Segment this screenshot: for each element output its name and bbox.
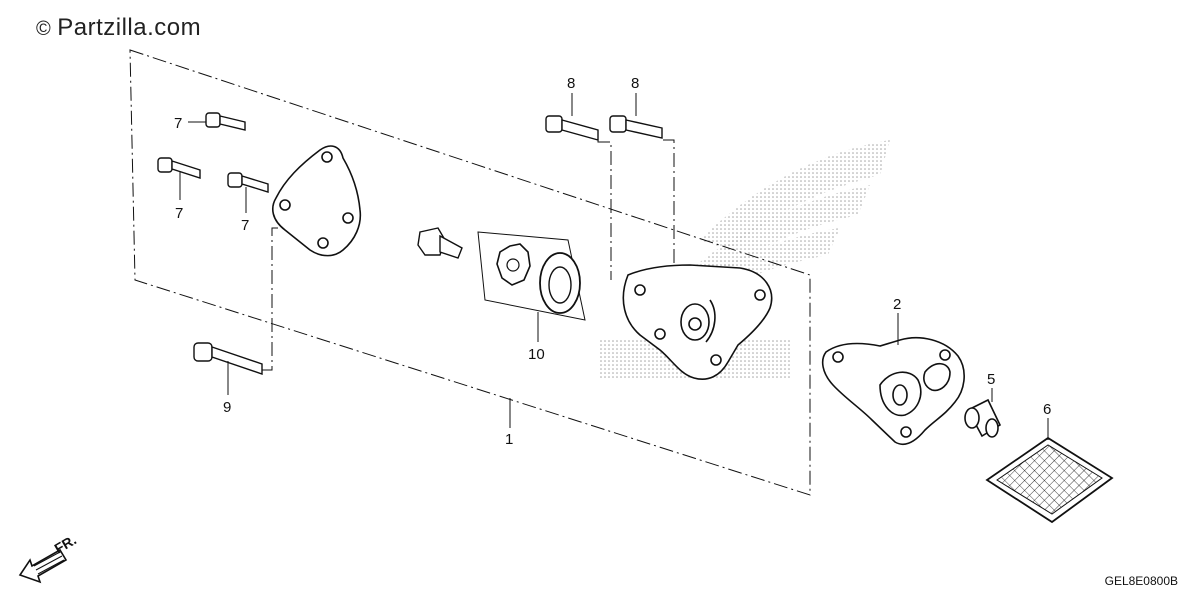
callout-7a: 7 [174, 115, 182, 132]
bolt-8-left [545, 115, 599, 141]
strainer-6 [985, 436, 1114, 524]
callout-2: 2 [893, 296, 901, 313]
callout-labels: 7 7 7 8 8 9 10 1 2 5 6 [174, 75, 1051, 448]
pump-cover [271, 145, 362, 257]
bolt-9 [193, 342, 263, 375]
halftone-wing-emblem [600, 140, 890, 380]
callout-10: 10 [528, 346, 545, 363]
watermark-text: Partzilla.com [57, 14, 202, 41]
bolt-7-left [157, 157, 201, 179]
collar-5 [964, 398, 1002, 438]
rotor-set [477, 231, 586, 321]
bolt-7-right [227, 172, 269, 193]
bolt-7-top [205, 112, 246, 131]
callout-5: 5 [987, 371, 995, 388]
diagram-code: GEL8E0800B [1104, 574, 1178, 588]
gasket-2 [821, 336, 965, 446]
pump-body [622, 264, 773, 380]
callout-1: 1 [505, 431, 513, 448]
copyright-symbol: © [36, 18, 52, 40]
watermark: ©Partzilla.com [36, 14, 201, 42]
callout-leaders [179, 93, 1049, 440]
callout-8a: 8 [567, 75, 575, 92]
callout-9: 9 [223, 399, 231, 416]
callout-6: 6 [1043, 401, 1051, 418]
callout-7b: 7 [175, 205, 183, 222]
assembly-outline [129, 49, 811, 496]
pump-shaft-pin [417, 227, 463, 259]
callout-8b: 8 [631, 75, 639, 92]
callout-7c: 7 [241, 217, 249, 234]
front-direction-marker: FR. [18, 531, 79, 584]
bolt-8-right [609, 115, 663, 139]
